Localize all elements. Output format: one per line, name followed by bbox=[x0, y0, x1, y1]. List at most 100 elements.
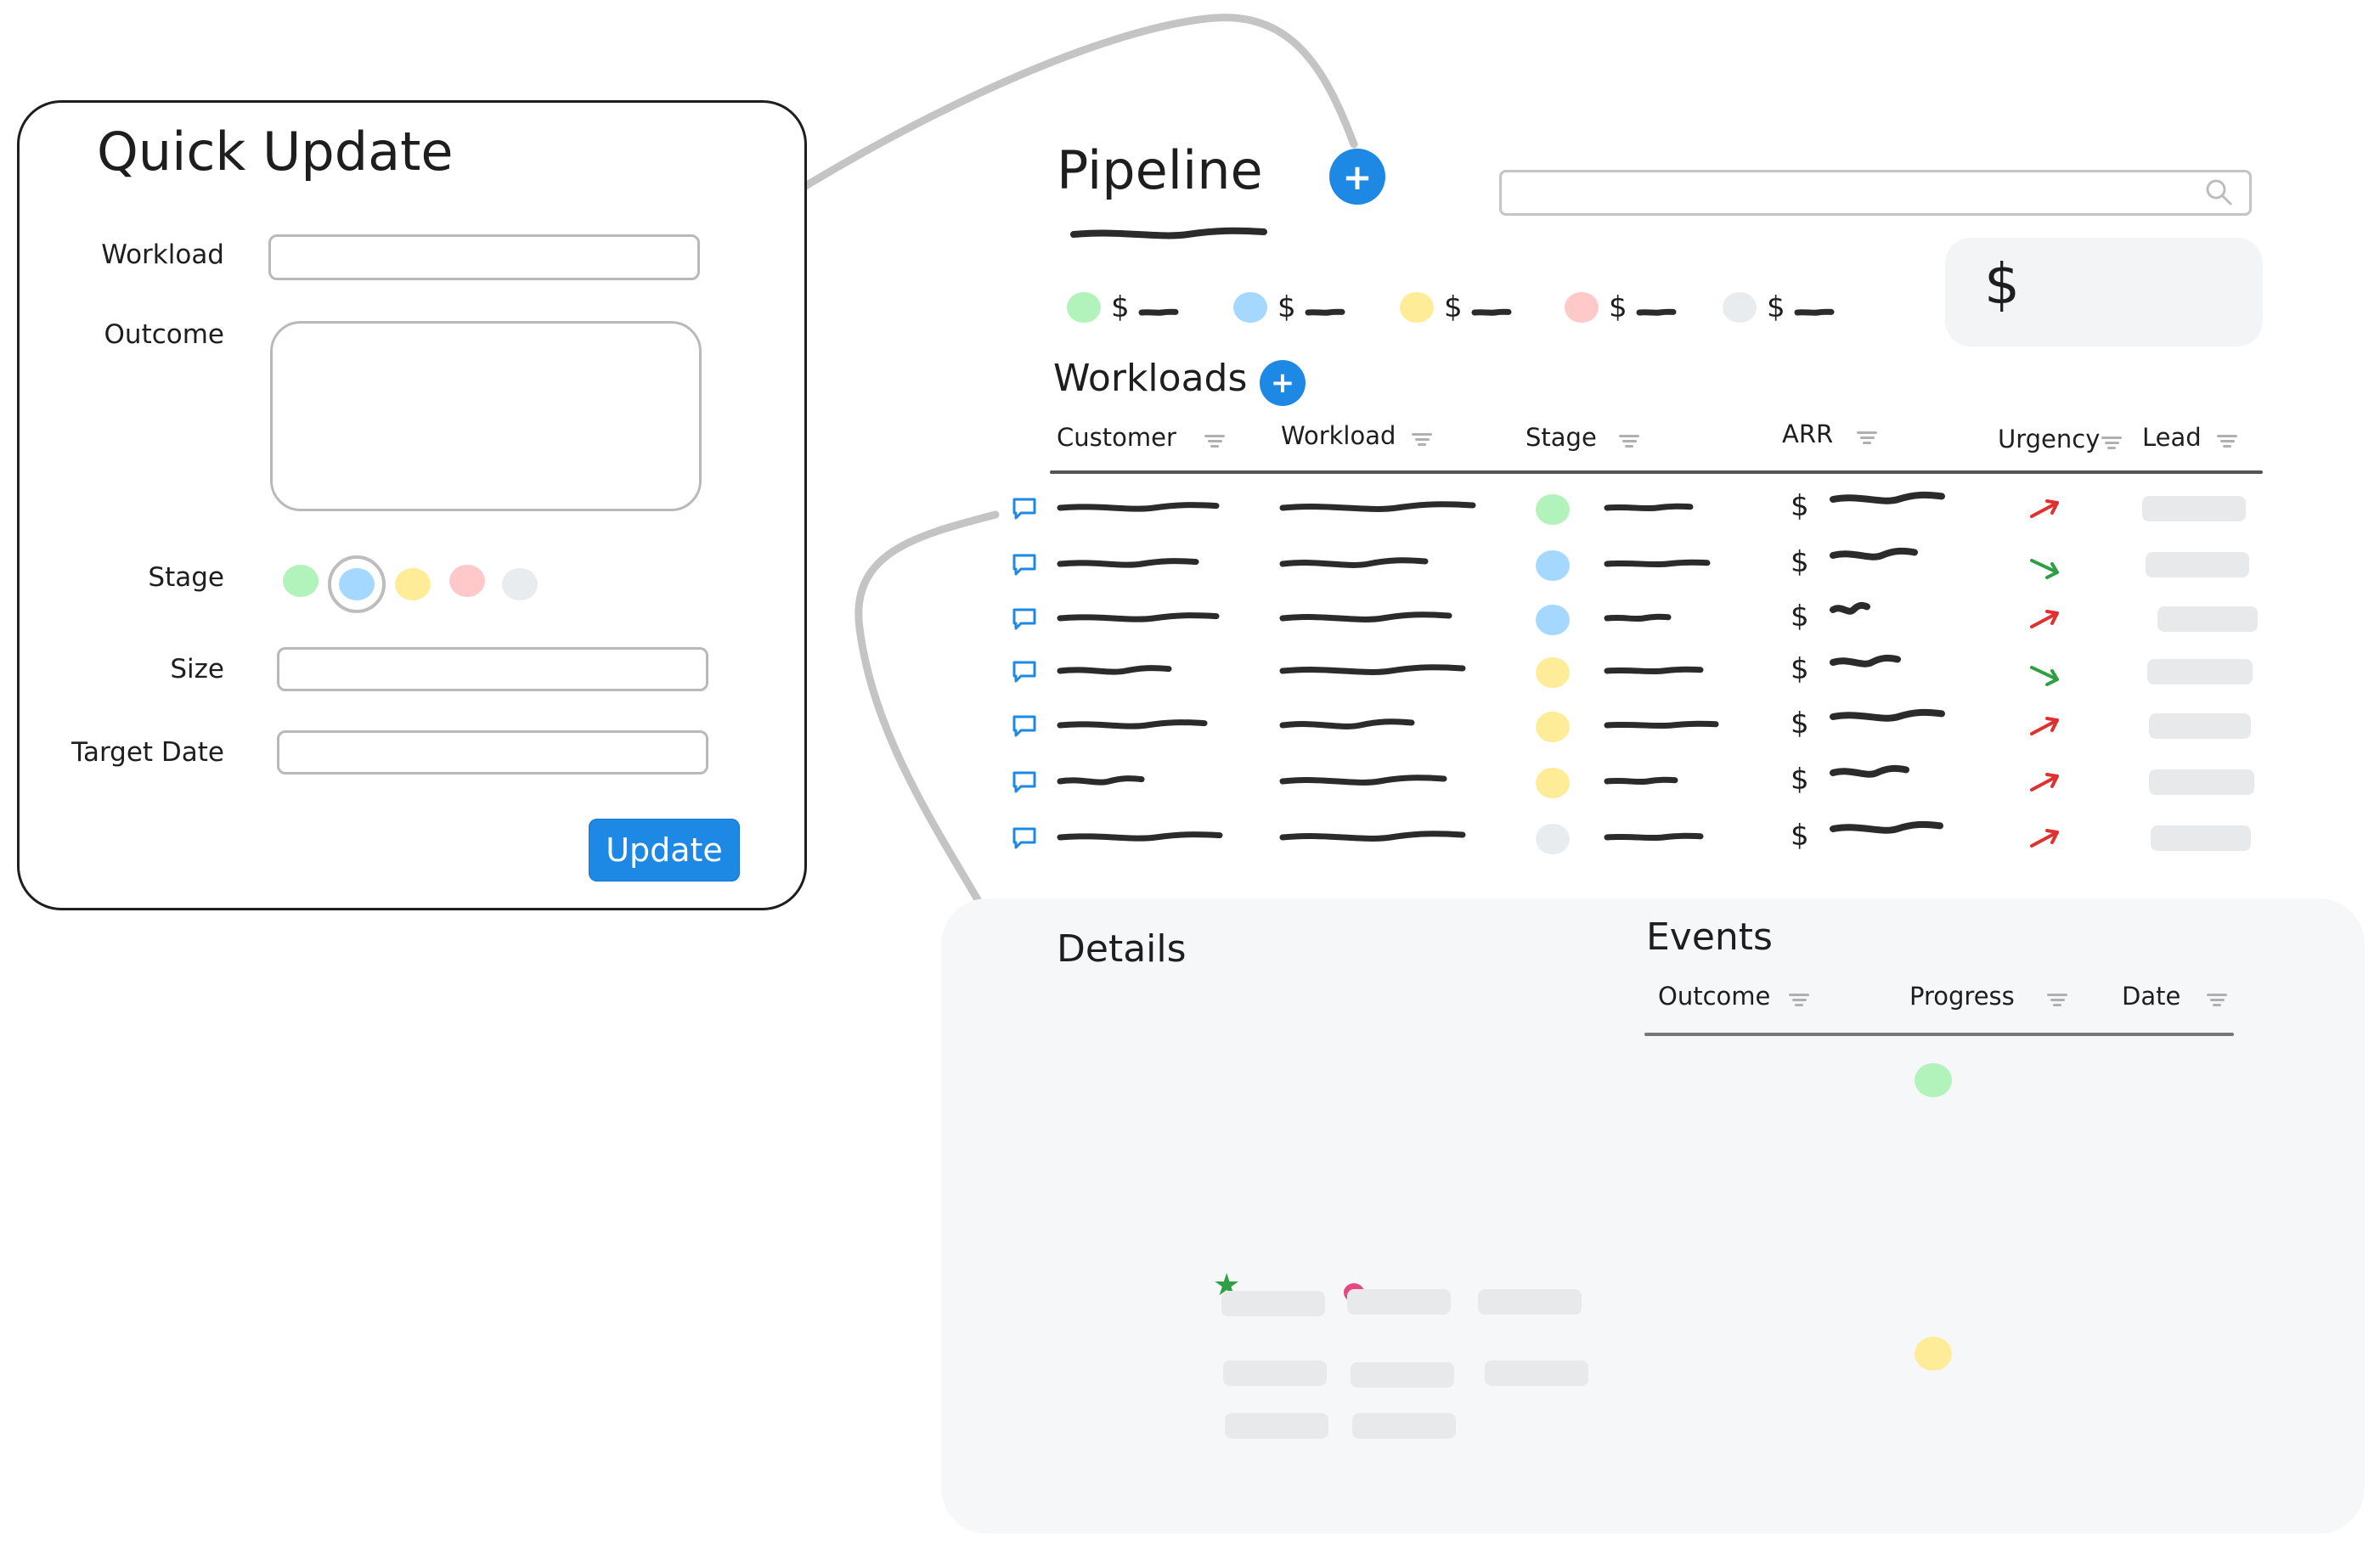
sort-icon[interactable] bbox=[2101, 437, 2122, 450]
lead-avatar-placeholder bbox=[2147, 659, 2253, 684]
column-header-workload: Workload bbox=[1281, 421, 1396, 450]
redacted-text-scribble bbox=[1604, 613, 1672, 622]
stage-option-grey[interactable] bbox=[502, 567, 538, 601]
stage-selected-ring bbox=[328, 555, 386, 613]
redacted-text-scribble bbox=[1830, 547, 1918, 560]
sort-icon[interactable] bbox=[1789, 994, 1809, 1007]
sort-icon[interactable] bbox=[1204, 435, 1225, 448]
arrowhead-icon bbox=[2045, 773, 2059, 788]
redacted-text-scribble bbox=[1279, 557, 1429, 568]
workload-select[interactable] bbox=[268, 234, 700, 280]
connector-arrow-pipeline-to-quick-update bbox=[743, 14, 1358, 227]
sort-icon[interactable] bbox=[2207, 994, 2227, 1007]
arrowhead-icon bbox=[2045, 499, 2059, 515]
column-header-customer: Customer bbox=[1057, 423, 1176, 452]
redacted-text-scribble bbox=[1057, 558, 1199, 568]
summary-stage-dot-grey bbox=[1723, 291, 1757, 324]
redacted-text-scribble bbox=[1636, 308, 1677, 316]
sort-icon[interactable] bbox=[1857, 431, 1877, 445]
comment-icon[interactable] bbox=[1012, 661, 1036, 683]
stage-option-red[interactable] bbox=[449, 564, 485, 598]
outcome-label: Outcome bbox=[104, 319, 224, 350]
tag-placeholder bbox=[1485, 1360, 1588, 1386]
redacted-text-scribble bbox=[1830, 601, 1870, 615]
comment-icon[interactable] bbox=[1012, 554, 1036, 576]
stage-dot-green bbox=[1536, 493, 1570, 526]
urgency-up-arrow-icon bbox=[2030, 774, 2059, 791]
stage-dot-grey bbox=[1536, 823, 1570, 855]
arrowhead-icon bbox=[2045, 829, 2059, 844]
arr-currency-symbol: $ bbox=[1791, 819, 1809, 853]
lead-avatar-placeholder bbox=[2142, 496, 2246, 521]
size-input[interactable] bbox=[277, 647, 708, 691]
column-header-stage: Stage bbox=[1526, 423, 1597, 452]
sort-icon[interactable] bbox=[1619, 435, 1639, 448]
arr-currency-symbol: $ bbox=[1791, 489, 1809, 523]
search-icon[interactable] bbox=[2203, 177, 2234, 207]
urgency-down-arrow-icon bbox=[2030, 666, 2059, 681]
redacted-text-scribble bbox=[1279, 611, 1452, 622]
sort-icon[interactable] bbox=[2217, 435, 2237, 448]
redacted-text-scribble bbox=[1279, 718, 1415, 729]
outcome-textarea[interactable] bbox=[270, 321, 702, 511]
add-pipeline-button[interactable]: + bbox=[1329, 149, 1385, 205]
update-button[interactable]: Update bbox=[589, 819, 740, 882]
progress-dot-yellow bbox=[1915, 1336, 1952, 1372]
quick-update-title: Quick Update bbox=[97, 121, 454, 183]
summary-currency-symbol: $ bbox=[1767, 290, 1785, 324]
stage-dot-blue bbox=[1536, 549, 1570, 582]
sort-icon[interactable] bbox=[1412, 433, 1432, 447]
lead-avatar-placeholder bbox=[2149, 713, 2251, 739]
add-workload-button[interactable]: + bbox=[1260, 360, 1306, 406]
redacted-text-scribble bbox=[1057, 502, 1220, 512]
stage-dot-yellow bbox=[1536, 711, 1570, 743]
lead-avatar-placeholder bbox=[2146, 552, 2249, 577]
arr-currency-symbol: $ bbox=[1791, 545, 1809, 579]
total-currency-symbol: $ bbox=[1984, 251, 2020, 317]
column-header-arr: ARR bbox=[1782, 420, 1834, 448]
summary-currency-symbol: $ bbox=[1277, 290, 1296, 324]
stage-option-yellow[interactable] bbox=[395, 567, 431, 601]
redacted-text-scribble bbox=[1057, 775, 1145, 786]
target-date-input[interactable] bbox=[277, 730, 708, 774]
arr-currency-symbol: $ bbox=[1791, 763, 1809, 797]
arrowhead-icon bbox=[2045, 669, 2059, 686]
redacted-text-scribble bbox=[1279, 831, 1466, 842]
sort-icon[interactable] bbox=[2047, 994, 2067, 1007]
search-input[interactable] bbox=[1499, 170, 2252, 216]
redacted-text-scribble bbox=[1830, 820, 1943, 834]
redacted-text-scribble bbox=[1794, 308, 1835, 316]
redacted-text-scribble bbox=[1471, 308, 1512, 316]
events-column-header-date: Date bbox=[2122, 982, 2181, 1011]
redacted-text-scribble bbox=[1279, 501, 1476, 512]
events-column-header-progress: Progress bbox=[1909, 982, 2015, 1011]
comment-icon[interactable] bbox=[1012, 608, 1036, 630]
stage-dot-yellow bbox=[1536, 656, 1570, 689]
stage-option-blue[interactable] bbox=[339, 567, 375, 601]
stage-dot-yellow bbox=[1536, 767, 1570, 799]
redacted-text-scribble bbox=[1279, 664, 1466, 675]
arr-currency-symbol: $ bbox=[1791, 600, 1809, 634]
events-title: Events bbox=[1646, 915, 1773, 959]
lead-avatar-placeholder bbox=[2149, 769, 2254, 795]
urgency-up-arrow-icon bbox=[2030, 831, 2059, 848]
summary-stage-dot-red bbox=[1565, 291, 1599, 324]
redacted-text-scribble bbox=[1830, 654, 1901, 667]
redacted-text-scribble bbox=[1057, 665, 1172, 675]
comment-icon[interactable] bbox=[1012, 498, 1036, 520]
lead-avatar-placeholder bbox=[2157, 606, 2258, 632]
tag-placeholder bbox=[1221, 1291, 1325, 1316]
redacted-text-scribble bbox=[1279, 774, 1447, 786]
summary-currency-symbol: $ bbox=[1609, 290, 1627, 324]
stage-option-green[interactable] bbox=[283, 564, 319, 598]
pipeline-total-card bbox=[1945, 238, 2263, 346]
comment-icon[interactable] bbox=[1012, 715, 1036, 737]
tag-placeholder bbox=[1225, 1413, 1328, 1439]
redacted-text-scribble bbox=[1305, 308, 1345, 316]
comment-icon[interactable] bbox=[1012, 771, 1036, 793]
comment-icon[interactable] bbox=[1012, 827, 1036, 849]
tag-placeholder bbox=[1223, 1360, 1327, 1386]
target-date-label: Target Date bbox=[71, 737, 224, 768]
tag-placeholder bbox=[1347, 1289, 1451, 1315]
events-column-header-outcome: Outcome bbox=[1658, 982, 1771, 1011]
